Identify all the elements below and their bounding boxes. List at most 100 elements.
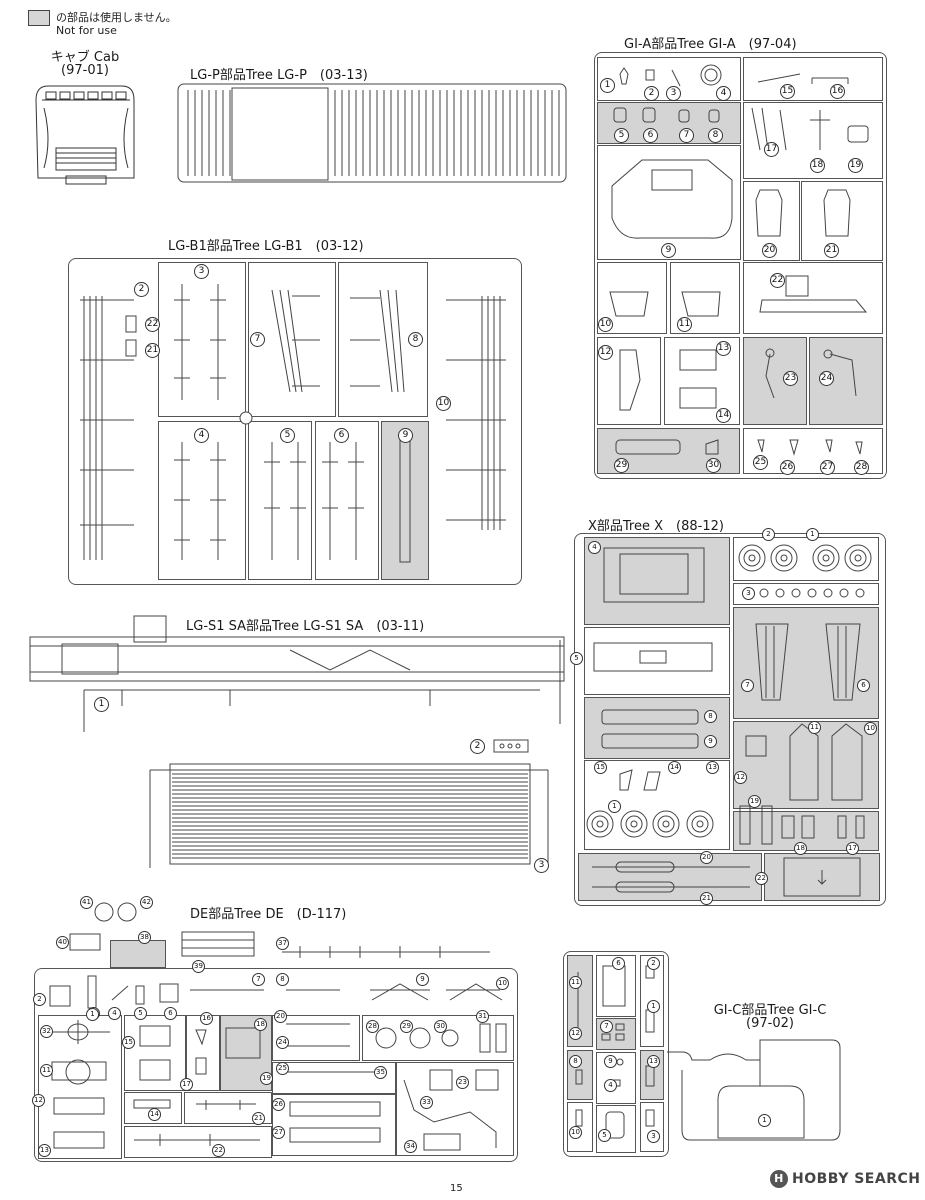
de-part-number: 31 [476, 1010, 489, 1023]
de-title: DE部品Tree DE (D-117) [190, 907, 347, 922]
de-part-number: 19 [260, 1072, 273, 1085]
gia-part-number: 17 [764, 142, 779, 157]
lgs1-title: LG-S1 SA部品Tree LG-S1 SA (03-11) [186, 619, 425, 634]
gia-part-number: 6 [643, 128, 658, 143]
page-number: 15 [450, 1183, 463, 1194]
gia-part-number: 25 [753, 455, 768, 470]
de-part-number: 27 [272, 1126, 285, 1139]
gic-part-number: 12 [569, 1027, 582, 1040]
de-cell-left [38, 1015, 122, 1159]
de-part-number: 13 [38, 1144, 51, 1157]
de-part-number: 14 [148, 1108, 161, 1121]
x-part-number: 5 [570, 652, 583, 665]
x-part-number: 1 [806, 528, 819, 541]
de-part-number: 4 [108, 1007, 121, 1020]
gia-part-number: 21 [824, 243, 839, 258]
de-part-number: 37 [276, 937, 289, 950]
de-part-number: 25 [276, 1062, 289, 1075]
lgb1-cell-5 [248, 421, 312, 580]
gia-part-number: 10 [598, 317, 613, 332]
x-part-number: 11 [808, 721, 821, 734]
gia-part-number: 26 [780, 460, 795, 475]
gia-part-number: 3 [666, 86, 681, 101]
legend-jp-text: の部品は使用しません。 [56, 11, 177, 24]
gic-part-number: 5 [598, 1129, 611, 1142]
x-part-number: 3 [742, 587, 755, 600]
gia-part-number: 4 [716, 86, 731, 101]
x-part-number: 21 [700, 892, 713, 905]
gia-part-number: 29 [614, 458, 629, 473]
gia-part-number: 23 [783, 371, 798, 386]
gic-title: GI-C部品Tree GI-C [713, 1003, 827, 1018]
gia-part-number: 11 [677, 317, 692, 332]
x-part-number: 2 [762, 528, 775, 541]
de-cell-27-28 [272, 1094, 396, 1156]
de-part-number: 2 [33, 993, 46, 1006]
x-part-number: 12 [734, 771, 747, 784]
gia-cell-22 [743, 262, 883, 334]
gia-part-number: 8 [708, 128, 723, 143]
x-part-number: 8 [704, 710, 717, 723]
gia-part-number: 18 [810, 158, 825, 173]
gia-part-number: 20 [762, 243, 777, 258]
de-part-number: 28 [366, 1020, 379, 1033]
gia-part-number: 22 [770, 273, 785, 288]
x-part-number: 6 [857, 679, 870, 692]
x-runner-frame [574, 533, 886, 906]
x-cell-22 [764, 853, 880, 901]
lgs1-part-number: 3 [534, 858, 549, 873]
x-cell-6-7 [733, 607, 879, 719]
x-part-number: 22 [755, 872, 768, 885]
de-part-number: 8 [276, 973, 289, 986]
gia-part-number: 19 [848, 158, 863, 173]
gic-part-number: 8 [569, 1055, 582, 1068]
gic-part-number: 11 [569, 976, 582, 989]
de-part-number: 32 [40, 1025, 53, 1038]
x-cell-8-9 [584, 697, 730, 759]
de-part-number: 10 [496, 977, 509, 990]
gia-part-number: 14 [716, 408, 731, 423]
de-cell-15-16 [124, 1015, 186, 1091]
gia-part-number: 28 [854, 460, 869, 475]
gic-code: (97-02) [746, 1016, 794, 1031]
de-part-number: 23 [456, 1076, 469, 1089]
x-part-number: 7 [741, 679, 754, 692]
lgp-title: LG-P部品Tree LG-P (03-13) [190, 68, 368, 83]
gia-part-number: 5 [614, 128, 629, 143]
gic-part-number: 13 [647, 1055, 660, 1068]
de-part-number: 7 [252, 973, 265, 986]
x-part-number: 4 [588, 541, 601, 554]
gia-part-number: 12 [598, 345, 613, 360]
gic-part-number: 2 [647, 957, 660, 970]
lgb1-part-number: 6 [334, 428, 349, 443]
x-part-number: 19 [748, 795, 761, 808]
de-part-number: 35 [374, 1066, 387, 1079]
not-for-use-swatch [28, 10, 50, 26]
de-cell-23 [124, 1126, 272, 1158]
gia-part-number: 30 [706, 458, 721, 473]
de-part-number: 33 [420, 1096, 433, 1109]
de-part-number: 6 [164, 1007, 177, 1020]
gic-part-number: 3 [647, 1130, 660, 1143]
lgb1-part-number: 7 [250, 332, 265, 347]
lgb1-part-number: 2 [134, 282, 149, 297]
de-part-number: 1 [86, 1008, 99, 1021]
lgb1-part-number: 22 [145, 317, 160, 332]
gic-part-number: 4 [604, 1079, 617, 1092]
de-part-number: 9 [416, 973, 429, 986]
de-part-number: 29 [400, 1020, 413, 1033]
gic-cell-5-3 [640, 1102, 664, 1152]
cab-code: (97-01) [61, 63, 109, 78]
gia-cell-15-16 [743, 57, 883, 101]
de-part-number: 20 [274, 1010, 287, 1023]
brand-text: HOBBY SEARCH [792, 1171, 921, 1187]
x-part-number: 20 [700, 851, 713, 864]
de-part-number: 26 [272, 1098, 285, 1111]
x-part-number: 10 [864, 722, 877, 735]
x-cell-1-13-15 [584, 760, 730, 850]
lgb1-cell-6 [315, 421, 379, 580]
lgb1-runner-frame [68, 258, 522, 585]
x-cell-20-21 [578, 853, 762, 901]
lgb1-part-number: 8 [408, 332, 423, 347]
